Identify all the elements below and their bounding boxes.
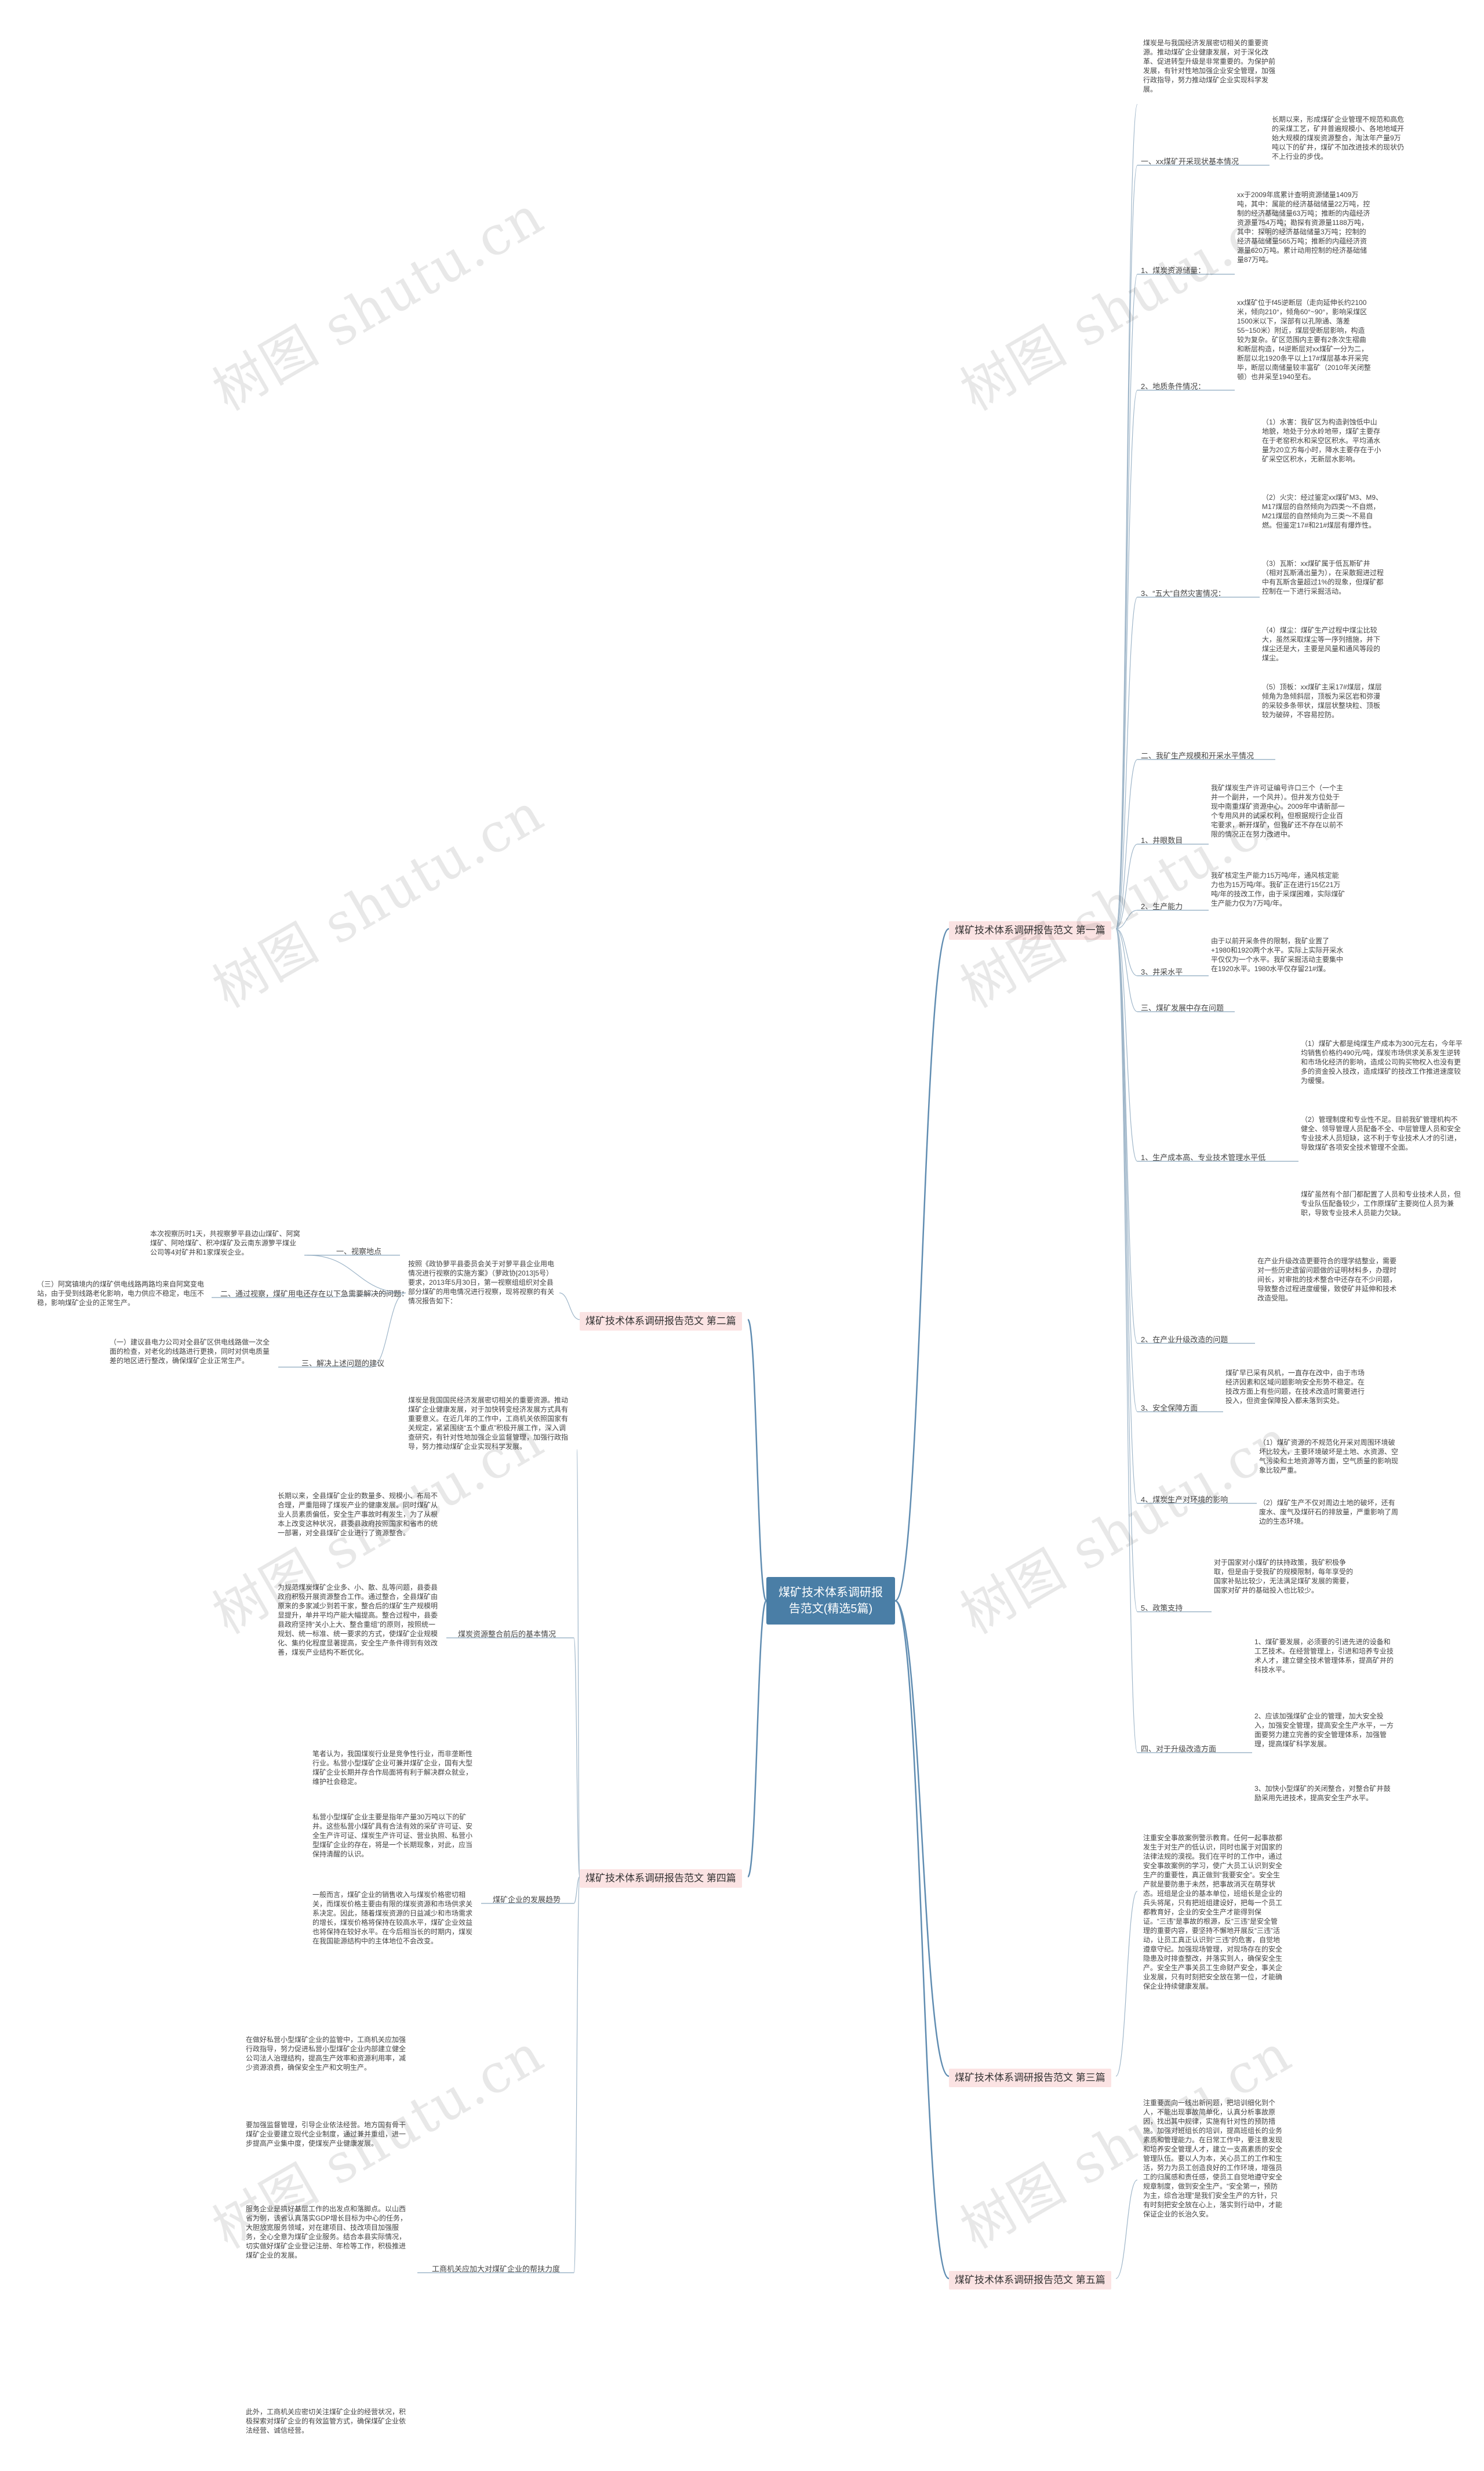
branch-fifth-article[interactable]: 煤矿技术体系调研报告范文 第五篇 [949,2271,1111,2290]
b1-five-hazards[interactable]: 3、“五大”自然灾害情况： [1141,589,1225,598]
b1-problem-environment-2: （2）煤矿生产不仅对周边土地的破坏，还有废水、废气及煤矸石的排放量，严重影响了周… [1259,1499,1399,1525]
connector-line [573,1637,580,1877]
b1-hazard-roof: （5）顶板：xx煤矿主采17#煤层，煤层倾角为急倾斜层，顶板为采区岩和弥漫的采较… [1262,683,1382,719]
b2-inspection-sites-text: 本次视察历时1天，共视察萝平县边山煤矿、阿窝煤矿、阿哈煤矿、积冲煤矿及云南东源箩… [150,1230,300,1256]
b1-production-scale[interactable]: 二、我矿生产规模和开采水平情况 [1141,751,1254,760]
connector-line [1115,759,1138,929]
b4-development-trend-1: 笔者认为，我国煤炭行业是竞争性行业，而非垄断性行业。私营小型煤矿企业可兼并煤矿企… [312,1750,473,1786]
connector-line [894,928,950,1602]
b3-text: 注重安全事故案例警示教育。任何一起事故都发生于对生产的低认识，同时也属于对国家的… [1143,1834,1283,1990]
connector-line [312,1292,406,1298]
b1-heading-status[interactable]: 一、xx煤矿开采现状基本情况 [1141,157,1239,166]
connector-line [370,1292,406,1368]
b4-resource-integration-2: 为规范煤炭煤矿企业多、小、散、乱等问题，县委县政府积极开展资源整合工作。通过整合… [278,1583,438,1656]
b1-shafts[interactable]: 1、井眼数目 [1141,836,1183,845]
connector-line [573,1876,580,1904]
b1-hazard-dust: （4）煤尘：煤矿生产过程中煤尘比较大，虽然采取煤尘等一序列措施，并下煤尘还是大，… [1262,626,1381,662]
b4-support-measure-3: 服务企业是搞好基层工作的出发点和落脚点。以山西省为例，该省认真落实GDP增长目标… [246,2205,408,2259]
b1-problem-environment[interactable]: 4、煤炭生产对环境的影响 [1141,1495,1228,1504]
branch-fourth-article[interactable]: 煤矿技术体系调研报告范文 第四篇 [580,1869,742,1888]
b4-intro: 煤炭是我国国民经济发展密切相关的重要资源。推动煤矿企业健康发展，对于加快转变经济… [408,1396,569,1451]
b1-heading-status-text: 长期以来，形成煤矿企业管理不规范和高危的采煤工艺，矿井普遍规模小、各地地域开始大… [1272,115,1405,161]
b5-text: 注重要面向一线出新问题，把培训细化到个人，不能出现事故简单化，认真分析事故原因，… [1143,2099,1283,2218]
b1-upgrade-measure-1: 1、煤矿要发展，必须要的引进先进的设备和工艺技术。在经营管理上，引进和培养专业技… [1254,1638,1394,1674]
mindmap-root[interactable]: 煤矿技术体系调研报告范文(精选5篇) [766,1577,895,1625]
connector-line [1115,928,1138,1162]
b1-geology-text: xx煤矿位于f45逆断层（走向延伸长约2100米，倾向210°，倾角60°~90… [1237,299,1371,381]
connector-line [1115,597,1138,929]
connector-line [1115,928,1138,1012]
connector-line [1115,928,1138,976]
b1-coal-reserves[interactable]: 1、煤炭资源储量： [1141,266,1206,275]
b1-problem-safety-text: 煤矿早已采有风机，一直存在改中，由于市场经济因素和区域问题影响安全形势不稳定。在… [1225,1369,1365,1405]
b4-development-trend-2: 私营小型煤矿企业主要是指年产量30万吨以下的矿井。这些私营小煤矿具有合法有效的采… [312,1813,473,1858]
b1-shafts-text: 我矿煤炭生产许可证编号许口三个（一个主井一个副井，一个风井）。但井发方位处于现中… [1211,784,1345,838]
connector-line [894,1600,950,2280]
b2-power-problems-text: （三）阿窝镇境内的煤矿供电线路两路均来自阿窝变电站，由于受到线路老化影响，电力供… [37,1280,205,1307]
b4-support-measure-4: 此外，工商机关应密切关注煤矿企业的经营状况，积极探索对煤矿企业的有效监管方式，确… [246,2408,406,2434]
b1-hazard-gas: （3）瓦斯：xx煤矿属于低瓦斯矿井（相对瓦斯涌出量为），在采散掘进过程中有瓦斯含… [1262,559,1384,595]
connector-line [307,1255,406,1293]
connector-line [1115,928,1138,1344]
b4-development-trend[interactable]: 煤矿企业的发展趋势 [493,1895,561,1904]
b4-support-measures[interactable]: 工商机关应加大对煤矿企业的帮扶力度 [432,2265,561,2273]
b1-mining-level[interactable]: 3、井采水平 [1141,968,1183,976]
b1-problem-cost-1: （1）煤矿大都是纯煤生产成本为300元左右，今年平均销售价格约490元/吨，煤炭… [1301,1040,1463,1085]
connector-line [747,1318,768,1602]
connector-line [747,1600,768,1878]
connector-line [1115,1891,1138,2077]
connector-line [1115,274,1138,929]
connector-line [1115,928,1138,1504]
b1-problems[interactable]: 三、煤矿发展中存在问题 [1141,1004,1224,1012]
b1-problem-environment-1: （1）煤矿资源的不规范化开采对周围环境破坏比较大，主要环境破坏是土地、水资源、空… [1259,1438,1399,1474]
b4-development-trend-3: 一般而言，煤矿企业的销售收入与煤炭价格密切相关，而煤炭价格主要由有限的煤炭资源和… [312,1891,473,1945]
b1-mining-level-text: 由于以前开采条件的限制，我矿业置了+1980和1920两个水平。实际上实际开采水… [1211,937,1344,973]
b1-coal-reserves-text: xx于2009年底累计查明资源储量1409万吨，其中：属能的经济基础储量22万吨… [1237,191,1370,264]
connector-line [559,1292,580,1320]
b1-problem-safety[interactable]: 3、安全保障方面 [1141,1404,1198,1412]
b2-suggestions[interactable]: 三、解决上述问题的建议 [301,1359,385,1368]
connector-line [1115,390,1138,929]
b1-problem-upgrade-text: 在产业升级改造更要符合的理学结整业，需要对一些历史遗留问题做的证明材料多，办理时… [1257,1257,1397,1302]
b1-problem-cost[interactable]: 1、生产成本高、专业技术管理水平低 [1141,1153,1266,1162]
b1-policy-support[interactable]: 5、政策支持 [1141,1604,1183,1612]
b1-upgrade-measure-2: 2、应该加强煤矿企业的管理，加大安全投入，加强安全管理，提高安全生产水平，一方面… [1254,1712,1394,1748]
b1-problem-cost-3: 煤矿虽然有个部门都配置了人员和专业技术人员，但专业队伍配备较少，工作原煤矿主要岗… [1301,1190,1461,1217]
b1-problem-upgrade[interactable]: 2、在产业升级改造的问题 [1141,1335,1228,1344]
b1-policy-support-text: 对于国家对小煤矿的扶持政策，我矿积极争取，但是由于受我矿的规模限制，每年享受的国… [1214,1558,1354,1594]
b1-upgrade-measures[interactable]: 四、对于升级改造方面 [1141,1745,1217,1753]
b2-power-problems[interactable]: 二、通过视察，煤矿用电还存在以下急需要解决的问题： [220,1289,409,1298]
branch-first-article[interactable]: 煤矿技术体系调研报告范文 第一篇 [949,921,1111,940]
b1-capacity[interactable]: 2、生产能力 [1141,902,1183,911]
connector-line [894,1600,950,2077]
branch-second-article[interactable]: 煤矿技术体系调研报告范文 第二篇 [580,1312,742,1331]
b1-problem-cost-2: （2）管理制度和专业性不足。目前我矿管理机构不健全、领导管理人员配备不全、中层管… [1301,1115,1461,1151]
b2-suggestions-text: （一）建议县电力公司对全县矿区供电线路做一次全面的检查，对老化的线路进行更换，同… [110,1338,270,1365]
b1-geology[interactable]: 2、地质条件情况： [1141,382,1206,391]
b1-intro: 煤炭是与我国经济发展密切相关的重要资源。推动煤矿企业健康发展，对于深化改革、促进… [1143,39,1276,93]
connector-line [1115,165,1138,929]
connector-line [1115,2179,1138,2279]
connector-line [1115,910,1138,929]
b1-hazard-water: （1）水害：我矿区为构造剥蚀低中山地貌，地处于分水岭地带，煤矿主要存在于老窑积水… [1262,418,1381,463]
connector-line [576,1449,580,1877]
connector-line [1115,104,1138,929]
connector-line [1115,928,1138,1412]
b1-upgrade-measure-3: 3、加快小型煤矿的关闭整合，对整合矿井鼓励采用先进技术，提高安全生产水平。 [1254,1785,1391,1802]
connector-line [1115,928,1138,1753]
b4-resource-integration-1: 长期以来，全县煤矿企业的数量多、规模小、布局不合理，严重阻碍了煤炭产业的健康发展… [278,1492,438,1537]
b4-support-measure-1: 在做好私营小型煤矿企业的监管中，工商机关应加强行政指导，努力促进私营小型煤矿企业… [246,2036,406,2072]
connector-line [1115,928,1138,1612]
b4-resource-integration[interactable]: 煤炭资源整合前后的基本情况 [458,1630,556,1638]
b1-capacity-text: 我矿核定生产能力15万吨/年，通风核定能力也为15万吨/年。我矿正在进行15亿2… [1211,871,1345,907]
branch-third-article[interactable]: 煤矿技术体系调研报告范文 第三篇 [949,2069,1111,2087]
b4-support-measure-2: 要加强监督管理，引导企业依法经营。地方国有骨干煤矿企业要建立现代企业制度，通过兼… [246,2121,406,2147]
connector-line [573,1876,580,2273]
b2-inspection-sites[interactable]: 一、视察地点 [336,1247,382,1256]
connector-line [1115,844,1138,929]
b2-intro: 按照《政协萝平县委员会关于对萝平县企业用电情况进行视察的实施方案》（萝政协[20… [408,1260,555,1305]
b1-hazard-fire: （2）火灾：经过鉴定xx煤矿M3、M9、M17煤层的自然倾向为四类～不自燃，M2… [1262,493,1383,529]
